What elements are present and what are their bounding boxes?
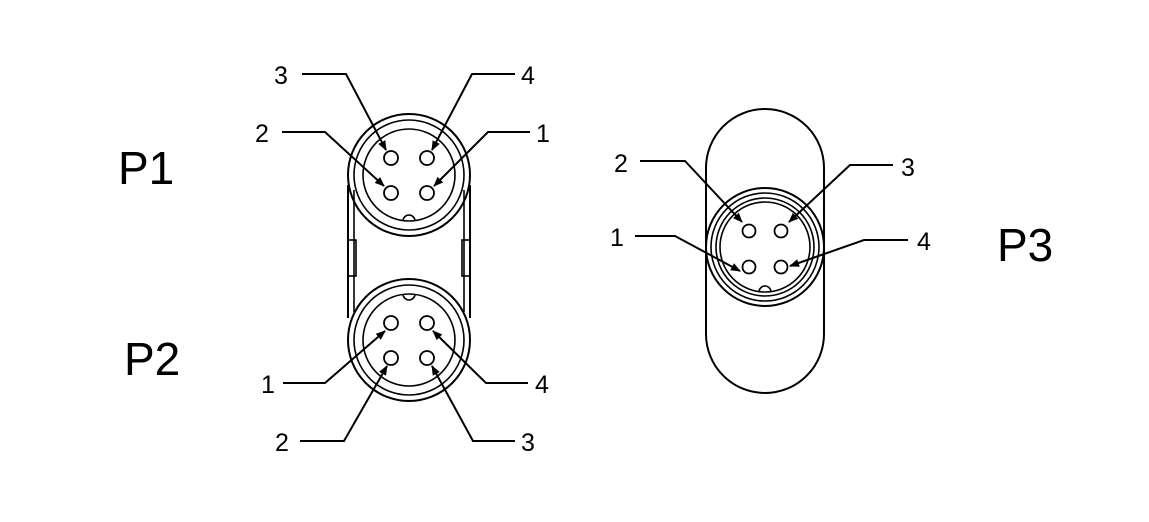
p1-pin-2-label: 2 [255, 120, 269, 148]
p3-pin-4-label: 4 [917, 228, 931, 256]
p2-pin-2-label: 2 [275, 429, 289, 457]
p1-connector-face [347, 113, 471, 237]
p2-key-notch [402, 293, 416, 301]
p1-pin-1-label: 1 [536, 120, 550, 148]
p1-label: P1 [118, 142, 174, 194]
p2-leader-lines [283, 330, 528, 442]
p1-key-notch [402, 214, 416, 222]
p2-pin-1 [383, 315, 399, 331]
p3-connector [705, 108, 825, 394]
p1-pin-4 [419, 150, 435, 166]
p2-pin-2 [383, 350, 399, 366]
right-clip [461, 239, 471, 277]
p1-pin-2 [383, 185, 399, 201]
p2-pin-1-label: 1 [261, 371, 275, 399]
p3-key-notch [758, 285, 772, 293]
p2-pin-4 [419, 315, 435, 331]
p2-pin-4-label: 4 [535, 371, 549, 399]
p3-pin-1 [741, 259, 757, 275]
dual-connector-body [347, 185, 471, 318]
p2-connector-face [347, 278, 471, 402]
p3-pin-2 [741, 223, 757, 239]
p3-leader-lines [635, 160, 908, 272]
p3-pin-3 [773, 223, 789, 239]
p1-pin-1 [419, 185, 435, 201]
p3-pin-3-label: 3 [901, 154, 915, 182]
p3-label: P3 [997, 219, 1053, 271]
p3-housing-outline [705, 108, 825, 394]
p2-label: P2 [124, 333, 180, 385]
p2-pin-3-label: 3 [521, 429, 535, 457]
p1-pin-3-label: 3 [274, 62, 288, 90]
left-clip [347, 239, 357, 277]
p3-pin-4 [773, 259, 789, 275]
p3-pin-2-label: 2 [614, 150, 628, 178]
p2-pin-3 [419, 350, 435, 366]
p1-leader-lines [282, 73, 530, 187]
p1-pin-3 [383, 150, 399, 166]
p1-pin-4-label: 4 [521, 62, 535, 90]
p3-pin-1-label: 1 [610, 224, 624, 252]
